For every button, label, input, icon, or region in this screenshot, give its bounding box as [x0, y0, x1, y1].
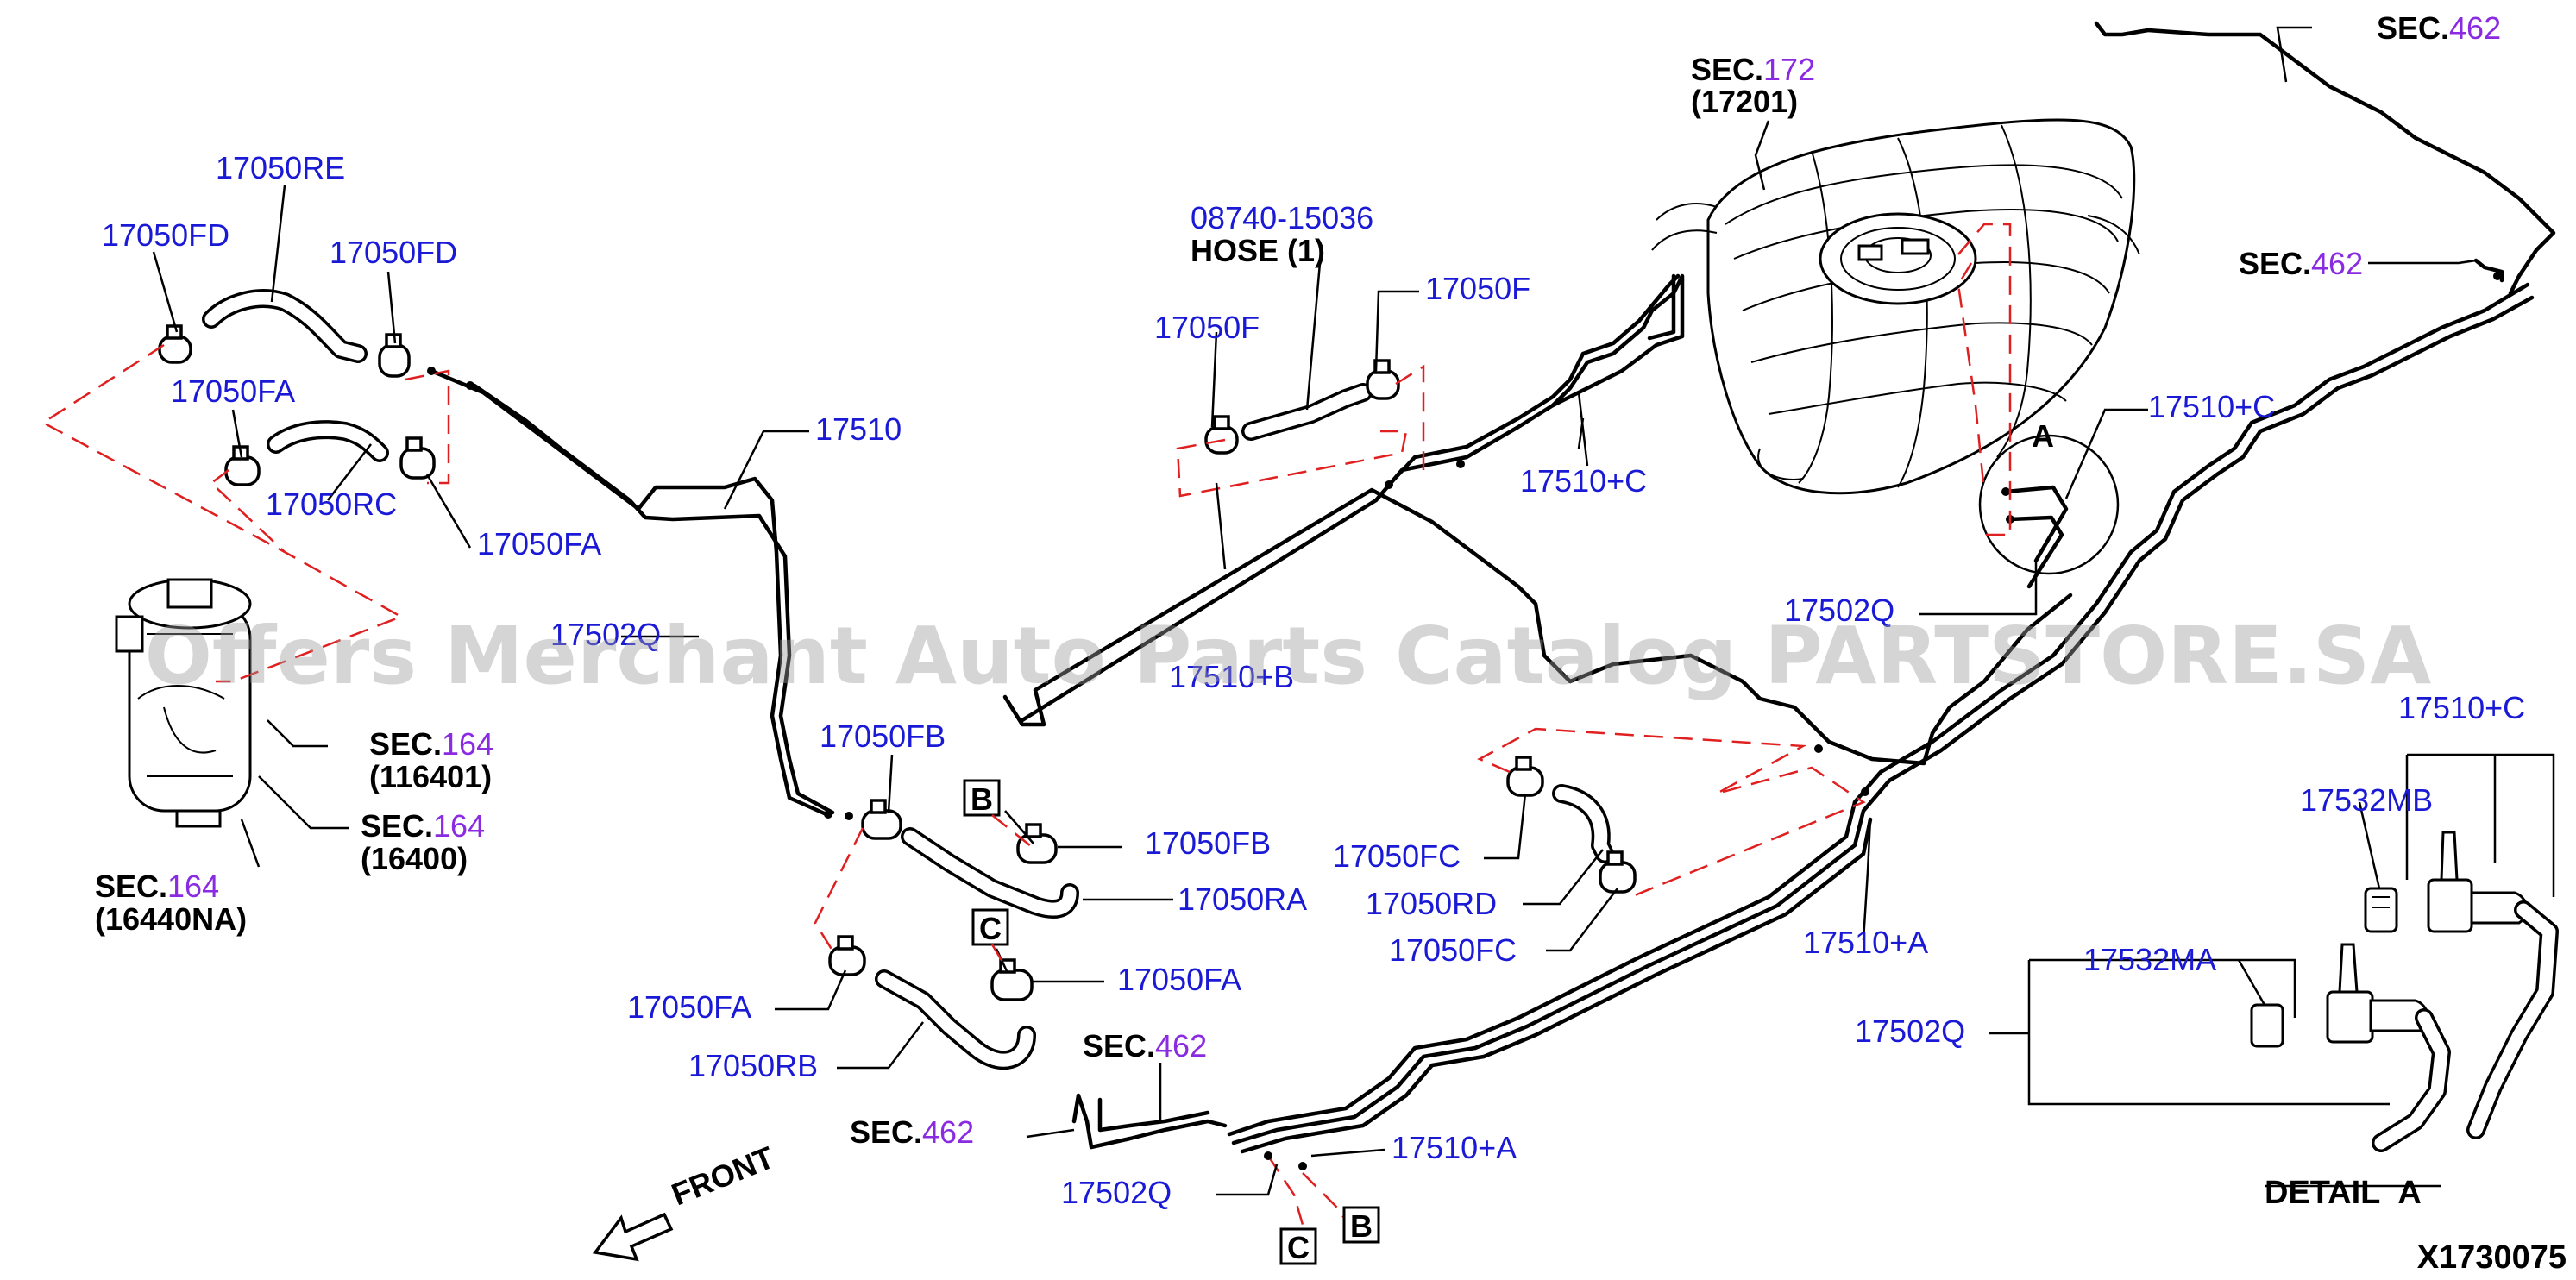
leader-lines	[152, 26, 2477, 1196]
clamp-17050fa-1[interactable]	[224, 445, 261, 486]
evap-canister[interactable]	[115, 578, 252, 828]
label-17050fc-1[interactable]: 17050FC	[1333, 838, 1461, 874]
reference-dashes	[41, 223, 2012, 1226]
sec-164-a[interactable]: SEC.164	[369, 726, 493, 762]
pipe-end-dots	[427, 272, 2502, 1170]
label-17050fa-4[interactable]: 17050FA	[1117, 962, 1241, 997]
diagram-id: X1730075	[2417, 1239, 2567, 1276]
label-17050fd-left[interactable]: 17050FD	[102, 217, 229, 253]
hose-17050rd[interactable]	[1552, 784, 1614, 863]
section-labels: SEC.172 (17201) SEC.462 SEC.462 SEC.462 …	[95, 10, 2501, 1150]
callout-c-upper: C	[979, 911, 1002, 946]
label-17050rb[interactable]: 17050RB	[688, 1048, 818, 1083]
sec-462-mid[interactable]: SEC.462	[2239, 246, 2363, 281]
label-17050fa-3[interactable]: 17050FA	[627, 989, 751, 1025]
detail-a-parts	[1989, 753, 2559, 1188]
clamp-17050f-left[interactable]	[1204, 415, 1239, 455]
hose-17050re[interactable]	[202, 289, 368, 363]
label-17532mb[interactable]: 17532MB	[2300, 782, 2433, 818]
label-17510b-hidden[interactable]: 17510+B	[1169, 659, 1294, 694]
sec-462-bottom-a[interactable]: SEC.462	[1083, 1028, 1207, 1064]
label-17050fd-right[interactable]: 17050FD	[330, 235, 457, 270]
label-17050f-left[interactable]: 17050F	[1154, 310, 1260, 345]
front-label: FRONT	[667, 1139, 779, 1212]
callout-b-lower: B	[1350, 1208, 1373, 1244]
label-17502q-detail[interactable]: 17502Q	[1855, 1013, 1965, 1049]
watermark: Offers Merchant Auto Parts Catalog PARTS…	[145, 610, 2432, 702]
sec-172-sub: (17201)	[1691, 84, 1798, 119]
label-17510c-tank[interactable]: 17510+C	[1520, 463, 1647, 499]
callout-box-b-upper: B	[963, 779, 1036, 850]
label-17532ma[interactable]: 17532MA	[2083, 942, 2216, 977]
callout-box-c-lower: C	[1279, 1227, 1317, 1265]
callout-box-b-lower: B	[1342, 1206, 1380, 1244]
connector-17532ma[interactable]	[2250, 1003, 2284, 1048]
hose-17050rb[interactable]	[875, 969, 1036, 1070]
label-17050f-right[interactable]: 17050F	[1425, 271, 1530, 306]
label-17050rd[interactable]: 17050RD	[1366, 886, 1497, 921]
label-17510c-right[interactable]: 17510+C	[2148, 389, 2275, 424]
label-17050re[interactable]: 17050RE	[216, 150, 345, 185]
label-17050fb-2[interactable]: 17050FB	[1145, 825, 1271, 861]
callout-b-upper: B	[971, 781, 993, 817]
callout-a: A	[2032, 418, 2054, 454]
label-17510a-1[interactable]: 17510+A	[1803, 925, 1928, 960]
label-17502q-hidden[interactable]: 17502Q	[550, 617, 661, 652]
clamp-17050f-right[interactable]	[1366, 359, 1400, 400]
clamp-17050fd-left[interactable]	[158, 324, 192, 364]
clamps	[158, 324, 1637, 1001]
label-17510c-detail[interactable]: 17510+C	[2398, 690, 2525, 725]
clamp-17050fc-2[interactable]	[1599, 850, 1637, 894]
hose-17050rc[interactable]	[267, 420, 389, 462]
label-17510[interactable]: 17510	[815, 411, 902, 447]
part-labels: 17050RE 17050FD 17050FD 17050FA 17050RC …	[102, 150, 2525, 1210]
label-17502q-bottom[interactable]: 17502Q	[1061, 1175, 1172, 1210]
label-17050fa-1[interactable]: 17050FA	[171, 373, 295, 409]
label-hose-1: HOSE (1)	[1191, 233, 1325, 268]
label-17502q-right[interactable]: 17502Q	[1784, 593, 1894, 628]
fuel-tank[interactable]	[1651, 118, 2140, 495]
sec-462-bottom-b[interactable]: SEC.462	[850, 1114, 974, 1150]
callout-box-c-upper: C	[971, 908, 1009, 967]
clamp-17050fc-1[interactable]	[1506, 756, 1544, 797]
sec-172[interactable]: SEC.172	[1691, 52, 1815, 87]
sec-164-b-sub: (16400)	[361, 841, 468, 876]
hose-17050ra[interactable]	[901, 827, 1079, 919]
label-17050rc[interactable]: 17050RC	[266, 486, 397, 522]
clamp-17050fb-1[interactable]	[861, 799, 902, 840]
sec-164-a-sub: (116401)	[369, 759, 492, 794]
clamp-17050fd-right[interactable]	[378, 333, 411, 378]
sec-164-b[interactable]: SEC.164	[361, 808, 485, 844]
label-17050fa-2[interactable]: 17050FA	[477, 526, 601, 562]
label-17050ra[interactable]: 17050RA	[1178, 882, 1307, 917]
connector-17532mb[interactable]	[2364, 887, 2398, 933]
connector-upper[interactable]	[2427, 831, 2529, 933]
hose-08740-15036[interactable]	[1241, 383, 1373, 441]
callout-c-lower: C	[1287, 1230, 1310, 1265]
sec-164-c-sub: (16440NA)	[95, 901, 247, 937]
sec-462-top[interactable]: SEC.462	[2377, 10, 2501, 46]
clamp-17050fa-4[interactable]	[990, 958, 1034, 1001]
label-08740-15036[interactable]: 08740-15036	[1191, 200, 1373, 235]
label-17510a-2[interactable]: 17510+A	[1392, 1130, 1517, 1165]
connector-lower[interactable]	[2326, 943, 2429, 1044]
tank-bracket	[1550, 273, 1685, 408]
detail-a-circle	[1978, 434, 2120, 589]
label-17050fb-1[interactable]: 17050FB	[820, 718, 946, 754]
clamp-17050fb-2[interactable]	[1016, 823, 1058, 864]
front-arrow: FRONT	[592, 1139, 779, 1262]
main-pipes	[429, 21, 2556, 1154]
clamp-17050fa-3[interactable]	[828, 935, 866, 976]
sec-164-c[interactable]: SEC.164	[95, 869, 219, 904]
label-17050fc-2[interactable]: 17050FC	[1389, 932, 1517, 968]
clamp-17050fa-2[interactable]	[399, 436, 436, 480]
